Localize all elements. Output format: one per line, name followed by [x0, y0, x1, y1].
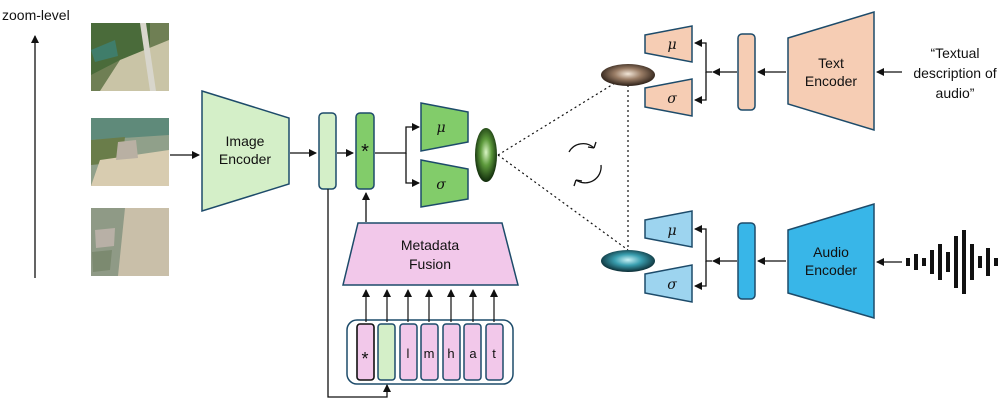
arrow-to-audio-sigma — [694, 261, 707, 290]
image-mu-head — [420, 102, 469, 152]
text-encoder-label-2: Encoder — [805, 73, 857, 89]
metadata-token-star-label: * — [361, 349, 368, 369]
image-embedding-bar — [318, 112, 337, 190]
metadata-fusion-label-1: Metadata — [401, 237, 460, 253]
arrow-to-image-sigma — [405, 153, 420, 187]
text-distribution-ellipse — [601, 64, 655, 86]
metadata-token-image — [377, 323, 396, 381]
satellite-tile-high-zoom — [91, 208, 169, 276]
audio-sigma-head — [644, 264, 693, 303]
audio-encoder-block — [787, 202, 875, 319]
metadata-token-h-label: h — [447, 346, 454, 361]
metadata-fusion-label-2: Fusion — [409, 256, 451, 272]
audio-encoder-label-1: Audio — [813, 244, 849, 260]
arrow-embedding-to-token — [327, 189, 391, 398]
cycle-arrows-icon — [568, 141, 602, 187]
text-input-line-1: “Textual — [930, 45, 979, 61]
satellite-tile-low-zoom — [91, 23, 169, 91]
image-distribution-ellipse — [475, 128, 497, 182]
fused-embedding-bar — [355, 112, 375, 190]
audio-embedding-bar — [737, 222, 756, 300]
alignment-triangle — [497, 74, 629, 251]
metadata-token-a — [463, 323, 482, 381]
audio-waveform-icon — [906, 230, 998, 294]
text-embedding-bar — [737, 33, 756, 111]
image-encoder-block — [201, 89, 290, 213]
image-sigma-head — [420, 159, 469, 208]
text-mu-symbol: μ — [667, 37, 676, 53]
zoom-level-label: zoom-level — [2, 7, 70, 23]
fused-star-symbol: * — [361, 141, 369, 163]
arrow-to-image-mu — [375, 123, 420, 154]
metadata-token-t-label: t — [492, 346, 496, 361]
text-sigma-head — [644, 78, 693, 117]
metadata-token-h — [442, 323, 461, 381]
text-encoder-label-1: Text — [818, 55, 844, 71]
text-mu-head — [644, 25, 693, 63]
audio-mu-symbol: μ — [667, 223, 676, 239]
text-sigma-symbol: σ — [667, 91, 677, 107]
arrow-to-text-sigma — [694, 72, 707, 104]
metadata-token-l-label: l — [407, 346, 410, 361]
metadata-token-star — [356, 323, 375, 381]
metadata-token-m-label: m — [424, 346, 435, 361]
text-input-line-2: description of — [913, 65, 996, 81]
arrow-to-audio-mu — [694, 225, 712, 262]
text-encoder-block — [787, 10, 875, 132]
image-encoder-label-1: Image — [226, 133, 265, 149]
metadata-token-a-label: a — [469, 346, 477, 361]
image-sigma-symbol: σ — [436, 177, 446, 193]
audio-mu-head — [644, 210, 693, 248]
metadata-token-t — [485, 323, 504, 381]
metadata-token-l — [399, 323, 418, 381]
satellite-tile-mid-zoom — [91, 118, 169, 186]
audio-sigma-symbol: σ — [667, 277, 677, 293]
arrow-to-text-mu — [694, 39, 712, 73]
token-arrows — [362, 289, 498, 322]
audio-distribution-ellipse — [601, 250, 655, 272]
metadata-fusion-block — [342, 222, 519, 286]
text-input-line-3: audio” — [936, 85, 975, 101]
image-mu-symbol: μ — [436, 120, 445, 136]
metadata-token-m — [420, 323, 439, 381]
image-encoder-label-2: Encoder — [219, 151, 271, 167]
audio-encoder-label-2: Encoder — [805, 262, 857, 278]
